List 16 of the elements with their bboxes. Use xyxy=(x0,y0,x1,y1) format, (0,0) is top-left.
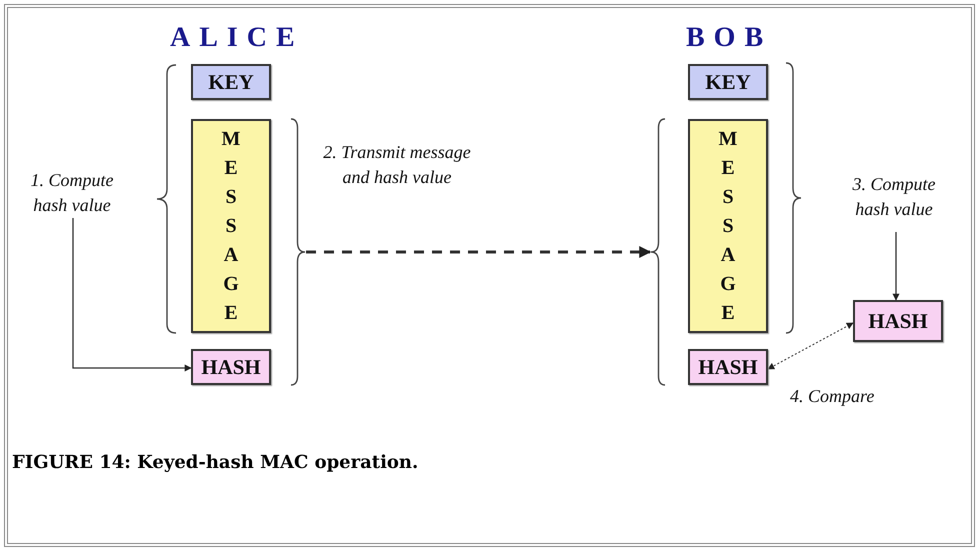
message-block: MESSAGE xyxy=(688,119,768,333)
arrow xyxy=(892,232,900,301)
arrow xyxy=(306,246,652,258)
data-block: HASH xyxy=(688,349,768,385)
data-block: HASH xyxy=(853,300,943,342)
message-block: MESSAGE xyxy=(191,119,271,333)
arrow xyxy=(72,218,192,372)
step-note: 3. Compute hash value xyxy=(836,172,952,224)
party-name: ALICE xyxy=(170,22,304,54)
party-name: BOB xyxy=(686,22,772,54)
data-block: KEY xyxy=(191,64,271,100)
figure-caption: FIGURE 14: Keyed-hash MAC operation. xyxy=(12,452,418,473)
data-block: HASH xyxy=(191,349,271,385)
step-note: 1. Compute hash value xyxy=(12,168,132,218)
arrow xyxy=(767,322,854,370)
data-block: KEY xyxy=(688,64,768,100)
